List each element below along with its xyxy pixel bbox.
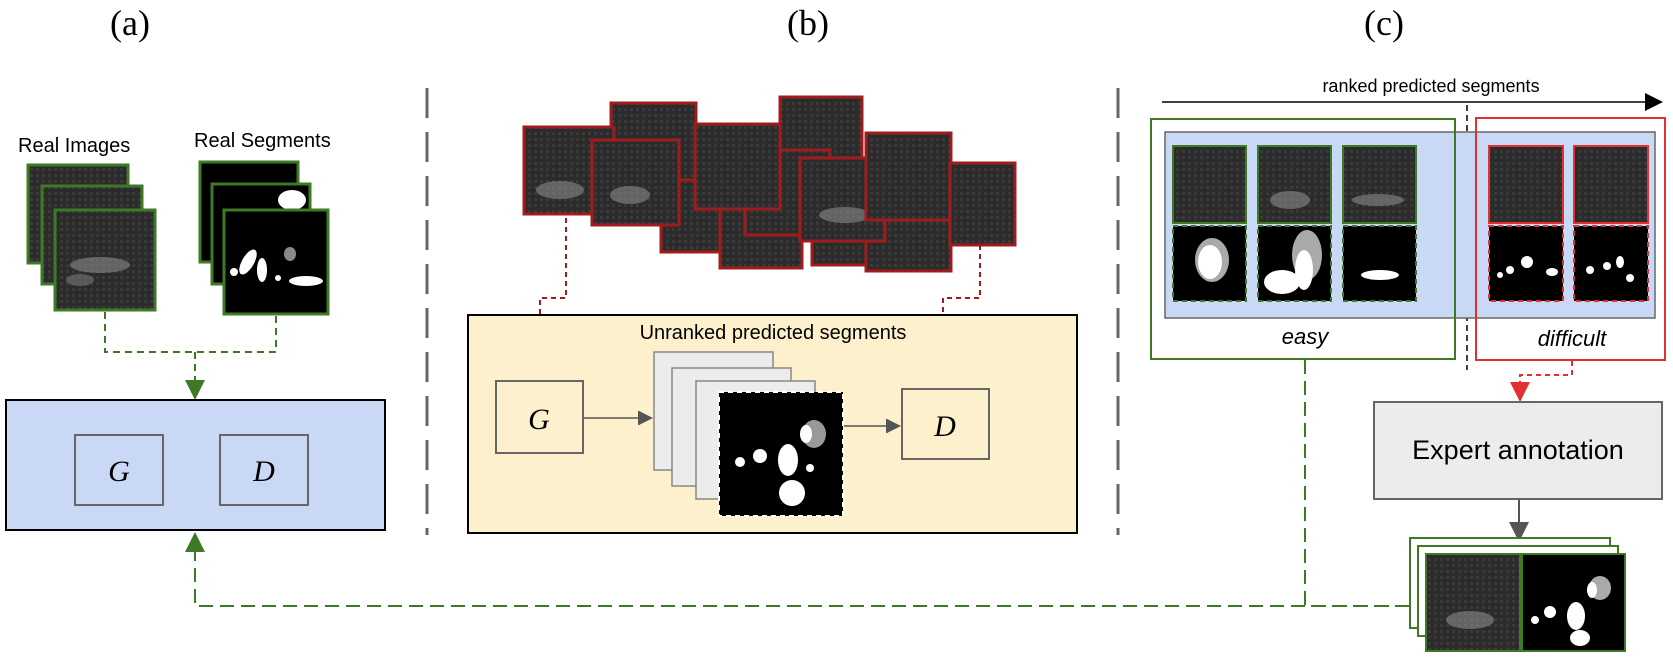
generator-box-b (495, 380, 584, 454)
panel-b-label: (b) (787, 3, 829, 43)
easy-group-box (1150, 118, 1456, 360)
real-segments-stack (198, 160, 330, 316)
generator-label-a: G (108, 455, 130, 488)
expert-annotation-box: Expert annotation (1373, 401, 1663, 500)
unlabeled-image-cloud (522, 95, 1017, 273)
difficult-samples (1488, 145, 1649, 302)
generator-box-a (74, 434, 164, 506)
gan-box-a: G D (5, 399, 386, 531)
generator-label-b: G (528, 403, 550, 436)
easy-label: easy (1282, 324, 1330, 349)
real-images-label: Real Images (18, 135, 130, 157)
discriminator-box-b (901, 388, 990, 460)
difficult-group-box (1475, 117, 1666, 361)
feedback-loop-arrow (185, 532, 1410, 607)
unranked-title: Unranked predicted segments (640, 322, 907, 344)
real-data-connector (104, 312, 277, 353)
expert-annotation-label: Expert annotation (1412, 435, 1624, 465)
discriminator-label-b: D (933, 410, 956, 443)
annotated-pairs-stack (1409, 537, 1626, 652)
panel-a-label: (a) (110, 3, 150, 43)
panel-c-label: (c) (1364, 3, 1404, 43)
difficult-label: difficult (1538, 326, 1607, 351)
unranked-box: Unranked predicted segments G D (467, 314, 1078, 534)
discriminator-box-a (219, 434, 309, 506)
easy-samples (1172, 145, 1417, 302)
difficult-to-expert-arrow (1510, 361, 1573, 402)
real-segments-label: Real Segments (194, 130, 331, 152)
real-images-stack (26, 163, 157, 312)
ranked-axis-label: ranked predicted segments (1322, 76, 1539, 96)
discriminator-label-a: D (252, 455, 275, 488)
